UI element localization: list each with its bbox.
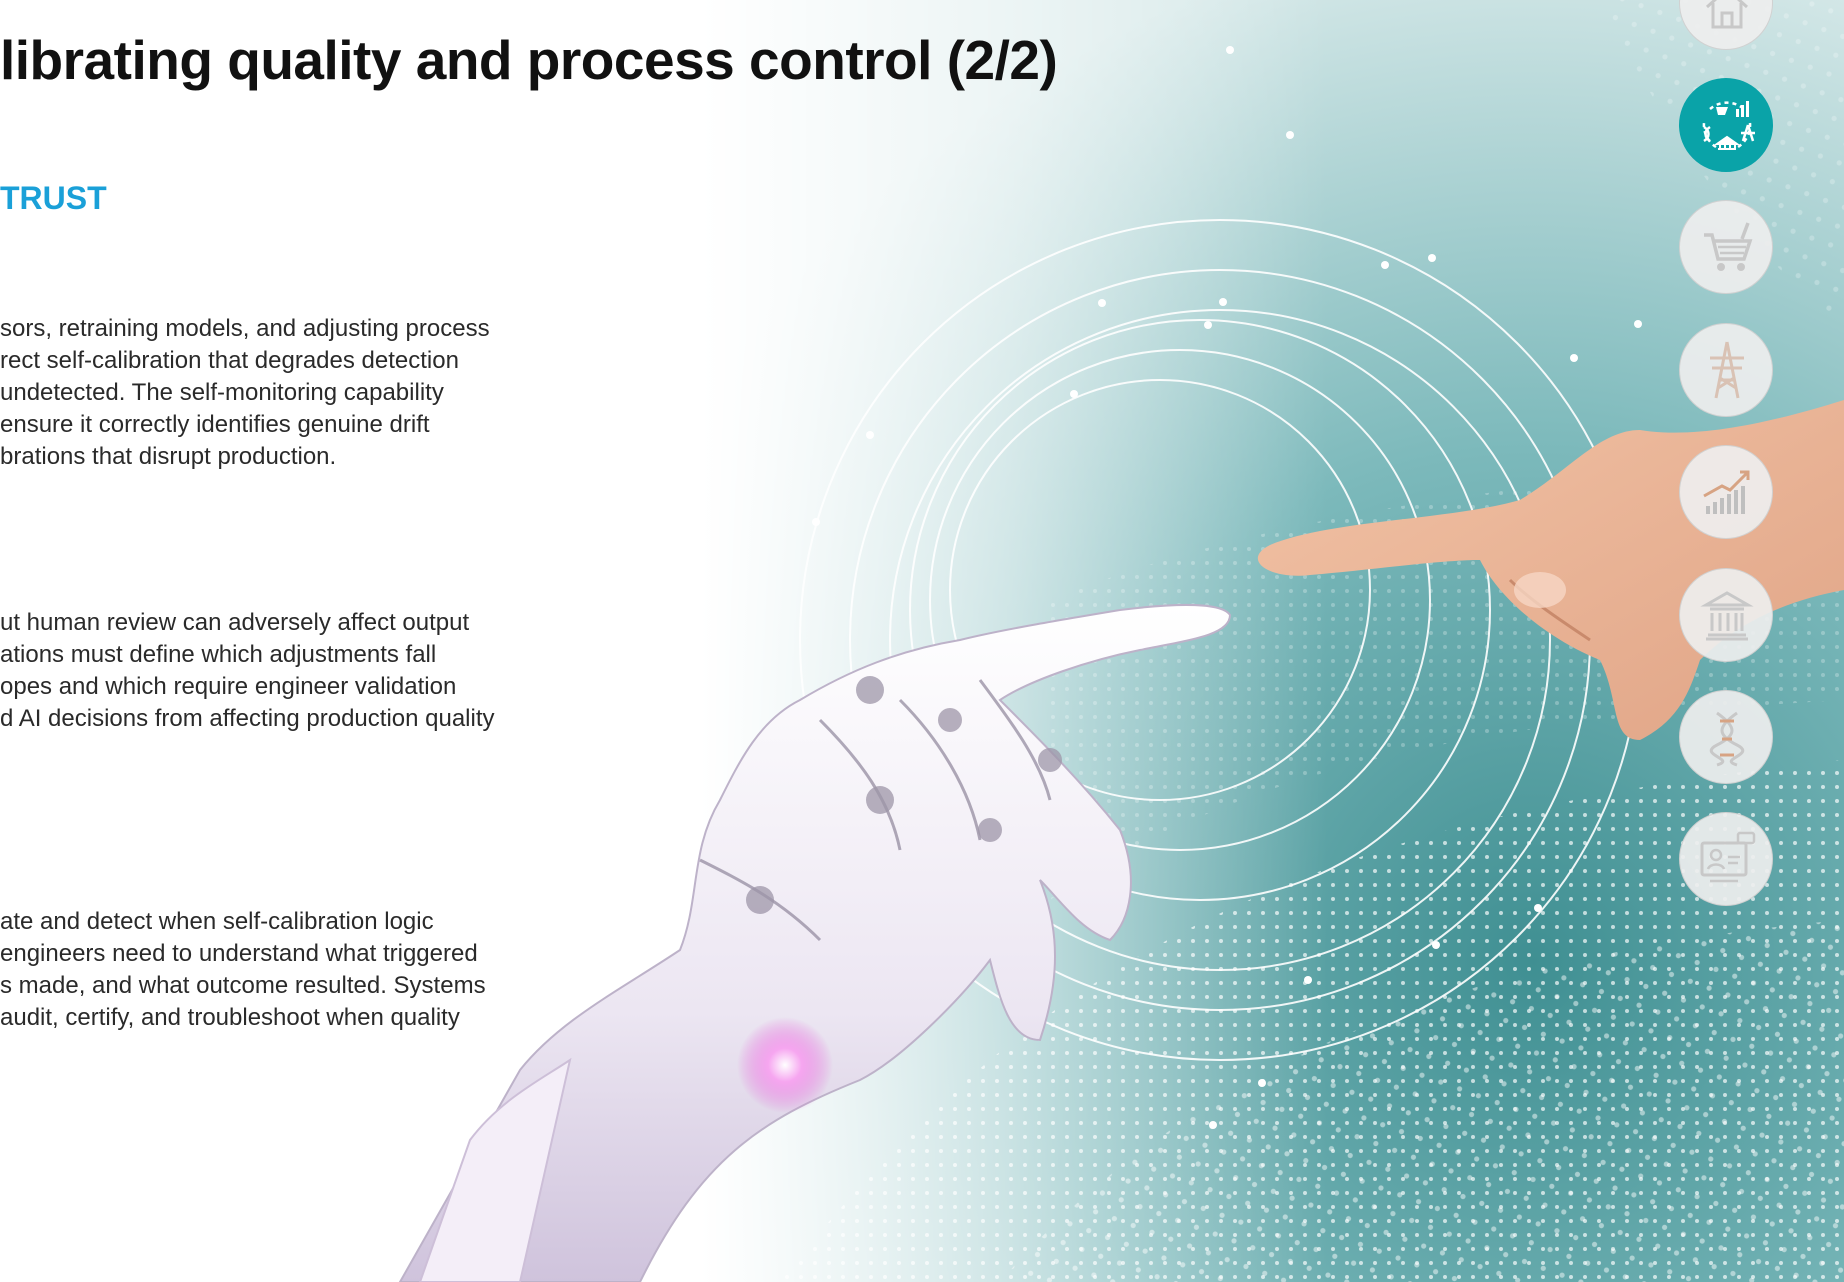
paragraph-line: opes and which require engineer validati…	[0, 673, 457, 700]
paragraph-line: audit, certify, and troubleshoot when qu…	[0, 1004, 460, 1031]
paragraph-line: s made, and what outcome resulted. Syste…	[0, 972, 486, 999]
power-tower-icon	[1710, 341, 1744, 399]
nav-home-button[interactable]	[1679, 0, 1773, 50]
nav-life-sciences-button[interactable]	[1679, 690, 1773, 784]
presentation-screen-icon	[1700, 831, 1756, 883]
paragraph-audit: ate and detect when self-calibration log…	[0, 906, 486, 1034]
bank-icon	[1700, 591, 1754, 641]
nav-energy-button[interactable]	[1679, 323, 1773, 417]
paragraph-line: undetected. The self-monitoring capabili…	[0, 379, 444, 406]
paragraph-line: d AI decisions from affecting production…	[0, 705, 495, 732]
paragraph-line: ations must define which adjustments fal…	[0, 641, 437, 668]
paragraph-line: ensure it correctly identifies genuine d…	[0, 411, 430, 438]
nav-industries-button[interactable]	[1679, 78, 1773, 172]
paragraph-self-monitoring: sors, retraining models, and adjusting p…	[0, 313, 490, 473]
paragraph-line: rect self-calibration that degrades dete…	[0, 347, 459, 374]
home-icon	[1705, 0, 1749, 29]
paragraph-line: sors, retraining models, and adjusting p…	[0, 315, 490, 342]
nav-public-sector-button[interactable]	[1679, 568, 1773, 662]
section-heading: TRUST	[0, 180, 107, 216]
nav-finance-button[interactable]	[1679, 445, 1773, 539]
nav-retail-button[interactable]	[1679, 200, 1773, 294]
paragraph-line: ate and detect when self-calibration log…	[0, 908, 434, 935]
dna-icon	[1709, 711, 1745, 767]
page-title: librating quality and process control (2…	[0, 29, 1058, 91]
paragraph-human-review: ut human review can adversely affect out…	[0, 607, 495, 735]
shopping-cart-icon	[1704, 222, 1753, 271]
industry-cycle-icon	[1702, 101, 1755, 150]
growth-chart-icon	[1703, 470, 1750, 514]
paragraph-line: engineers need to understand what trigge…	[0, 940, 478, 967]
paragraph-line: brations that disrupt production.	[0, 443, 337, 470]
paragraph-line: ut human review can adversely affect out…	[0, 609, 470, 636]
nav-technology-button[interactable]	[1679, 812, 1773, 906]
